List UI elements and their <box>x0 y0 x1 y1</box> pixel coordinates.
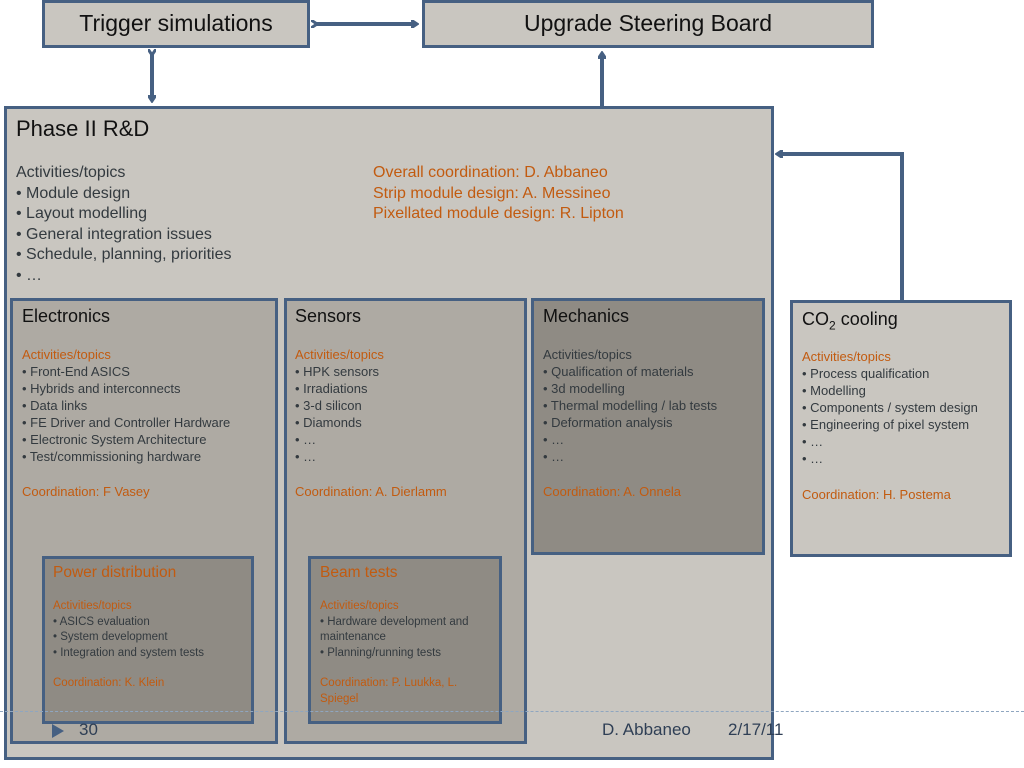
beam-item: maintenance <box>320 631 386 643</box>
electronics-item: • FE Driver and Controller Hardware <box>22 415 231 430</box>
co2-item: • Process qualification <box>802 366 930 381</box>
mechanics-item: • Qualification of materials <box>543 364 694 379</box>
mechanics-item: • … <box>543 432 565 447</box>
phase-activity-item: • … <box>16 266 43 284</box>
page-number: 30 <box>79 720 98 739</box>
power-distribution-title: Power distribution <box>53 564 177 581</box>
phase-activity-item: • Schedule, planning, priorities <box>16 246 232 263</box>
mechanics-item: • … <box>543 449 565 464</box>
electronics-item: • Data links <box>22 398 88 413</box>
co2-item: • … <box>802 451 824 466</box>
electronics-heading: Activities/topics <box>22 347 111 362</box>
mechanics-box <box>531 298 765 555</box>
coordination-line: Strip module design: A. Messineo <box>373 184 611 202</box>
beam-activities: Activities/topics • Hardware development… <box>320 599 469 661</box>
phase-ii-activities: Activities/topics • Module design • Layo… <box>16 163 232 286</box>
co2-item: • … <box>802 434 824 449</box>
electronics-item: • Electronic System Architecture <box>22 432 207 447</box>
mechanics-item: • Deformation analysis <box>543 415 673 430</box>
trigger-simulations-box: Trigger simulations <box>42 0 310 48</box>
power-activities: Activities/topics • ASICS evaluation • S… <box>53 599 204 661</box>
co2-cooling-box <box>790 300 1012 557</box>
mechanics-coordination: Coordination: A. Onnela <box>543 484 682 499</box>
sensors-item: • HPK sensors <box>295 364 380 379</box>
electronics-item: • Test/commissioning hardware <box>22 449 202 464</box>
sensors-item: • Irradiations <box>295 381 368 396</box>
sensors-item: • … <box>295 449 317 464</box>
co2-heading: Activities/topics <box>802 349 891 364</box>
electronics-activities: Activities/topics • Front-End ASICS • Hy… <box>22 346 230 465</box>
power-item: • Integration and system tests <box>53 646 205 659</box>
sensors-item: • … <box>295 432 317 447</box>
phase-activity-item: • Layout modelling <box>16 205 148 222</box>
phase-ii-title: Phase II R&D <box>16 116 150 141</box>
beam-item: • Hardware development and <box>320 615 469 628</box>
footer-divider <box>0 711 1024 712</box>
sensors-item: • 3-d silicon <box>295 398 362 413</box>
sensors-title: Sensors <box>295 306 362 326</box>
phase-activity-item: • General integration issues <box>16 225 212 243</box>
sensors-heading: Activities/topics <box>295 347 384 362</box>
co2-item: • Engineering of pixel system <box>802 417 970 432</box>
mechanics-item: • Thermal modelling / lab tests <box>543 398 718 413</box>
sensors-activities: Activities/topics • HPK sensors • Irradi… <box>295 346 384 465</box>
phase-activities-heading: Activities/topics <box>16 164 126 181</box>
trigger-simulations-label: Trigger simulations <box>79 10 273 36</box>
electronics-item: • Hybrids and interconnects <box>22 381 181 396</box>
power-item: • ASICS evaluation <box>53 615 150 628</box>
sensors-item: • Diamonds <box>295 415 362 430</box>
mechanics-title: Mechanics <box>543 306 630 326</box>
mechanics-item: • 3d modelling <box>543 381 625 396</box>
sensors-coordination: Coordination: A. Dierlamm <box>295 484 447 499</box>
co2-item: • Components / system design <box>802 400 978 415</box>
beam-heading: Activities/topics <box>320 600 399 612</box>
phase-ii-coordination: Overall coordination: D. Abbaneo Strip m… <box>373 163 624 225</box>
power-coordination: Coordination: K. Klein <box>53 677 165 689</box>
beam-item: • Planning/running tests <box>320 646 442 659</box>
co2-coordination: Coordination: H. Postema <box>802 487 951 502</box>
mechanics-heading: Activities/topics <box>543 347 632 362</box>
co2-cooling-title: CO2 cooling <box>802 309 898 333</box>
beam-coordination-line: Coordination: P. Luukka, L. <box>320 677 458 689</box>
footer-author: D. Abbaneo <box>602 720 691 739</box>
power-distribution-box <box>42 556 254 724</box>
co2-title-main: CO <box>802 309 829 329</box>
phase-activity-item: • Module design <box>16 184 131 202</box>
beam-coordination: Coordination: P. Luukka, L. Spiegel <box>320 676 457 707</box>
electronics-item: • Front-End ASICS <box>22 364 130 379</box>
upgrade-steering-board-label: Upgrade Steering Board <box>523 10 773 36</box>
coordination-line: Pixellated module design: R. Lipton <box>373 205 624 222</box>
beam-tests-box <box>308 556 502 724</box>
co2-activities: Activities/topics • Process qualificatio… <box>802 348 978 467</box>
electronics-title: Electronics <box>22 306 111 326</box>
power-item: • System development <box>53 631 168 643</box>
co2-item: • Modelling <box>802 383 866 398</box>
mechanics-activities: Activities/topics • Qualification of mat… <box>543 346 717 465</box>
co2-title-rest: cooling <box>835 309 898 329</box>
co2-title-sub: 2 <box>829 318 836 333</box>
beam-coordination-line: Spiegel <box>320 692 359 705</box>
electronics-coordination: Coordination: F Vasey <box>22 484 150 499</box>
power-heading: Activities/topics <box>53 600 132 612</box>
upgrade-steering-board-box: Upgrade Steering Board <box>422 0 874 48</box>
play-triangle-icon <box>52 724 64 738</box>
footer-date: 2/17/11 <box>728 720 784 739</box>
coordination-line: Overall coordination: D. Abbaneo <box>373 164 608 181</box>
arrow-co2-phase <box>778 154 904 300</box>
beam-tests-title: Beam tests <box>320 564 398 581</box>
